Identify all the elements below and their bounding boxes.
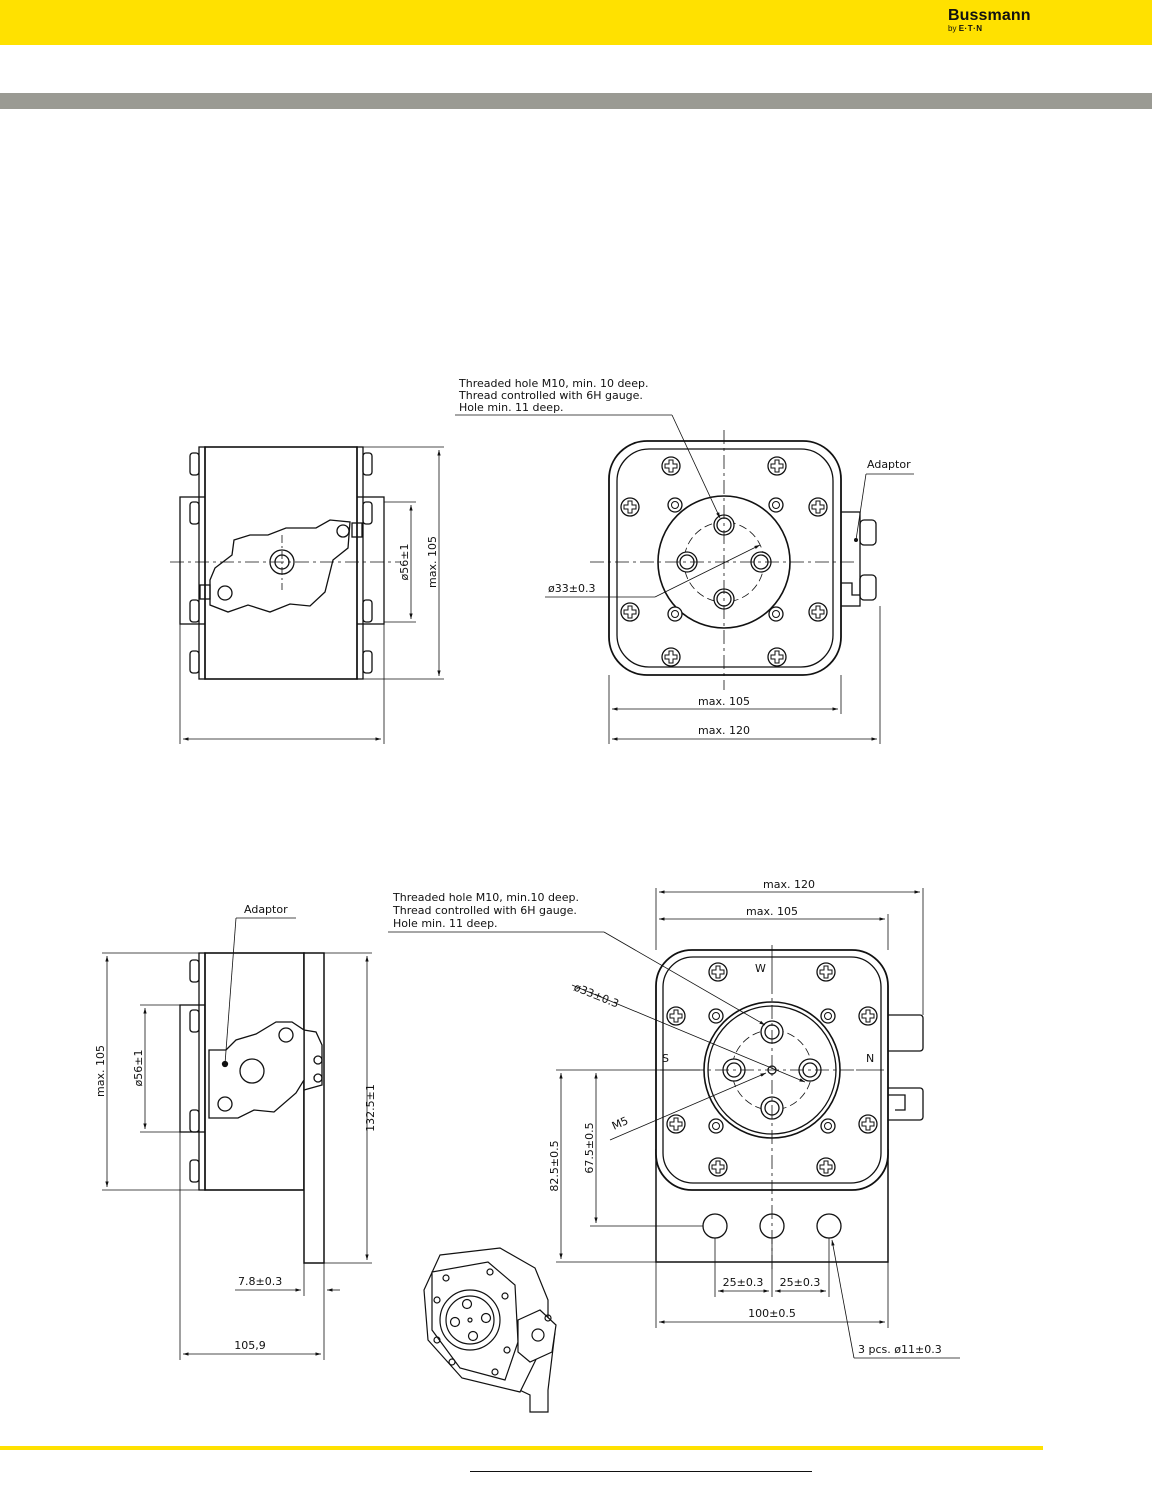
drawing2-callout-line1: Threaded hole M10, min.10 deep. bbox=[392, 891, 579, 904]
header-bar bbox=[0, 0, 1152, 45]
drawing1-adaptor-label: Adaptor bbox=[867, 458, 911, 471]
drawing1-width-outer: max. 120 bbox=[698, 724, 750, 737]
footer-rule bbox=[470, 1471, 812, 1472]
drawing2-side-view bbox=[179, 952, 325, 1264]
drawing2-holes-note: 3 pcs. ø11±0.3 bbox=[858, 1343, 942, 1356]
drawing2-width-inner: max. 105 bbox=[746, 905, 798, 918]
drawing1-callout-line2: Thread controlled with 6H gauge. bbox=[458, 389, 643, 402]
brand-by: by bbox=[948, 24, 957, 33]
drawing2-plate-height: 132.5±1 bbox=[364, 1084, 377, 1132]
drawing1-dia-body: ø56±1 bbox=[398, 544, 411, 581]
drawing2-pitch-right: 25±0.3 bbox=[780, 1276, 821, 1289]
drawing2-side-dimensions bbox=[102, 917, 372, 1360]
drawing2-depth: 105,9 bbox=[234, 1339, 266, 1352]
brand-name: Bussmann bbox=[948, 7, 1031, 24]
drawing1-height: max. 105 bbox=[426, 536, 439, 588]
drawing1-width-inner: max. 105 bbox=[698, 695, 750, 708]
drawing2-dia-bore: ø33±0.3 bbox=[572, 981, 621, 1011]
drawing1-front-view bbox=[590, 430, 877, 690]
drawing2-height: max. 105 bbox=[94, 1045, 107, 1097]
drawing1-callout-line1: Threaded hole M10, min. 10 deep. bbox=[458, 377, 648, 390]
drawing2-dim-67-5: 67.5±0.5 bbox=[583, 1122, 596, 1173]
brand-logo: Bussmann by E·T·N bbox=[948, 7, 1031, 34]
drawing2-callout-line2: Thread controlled with 6H gauge. bbox=[392, 904, 577, 917]
drawing1-dia-bore: ø33±0.3 bbox=[548, 582, 595, 595]
drawing2-plate-thickness: 7.8±0.3 bbox=[238, 1275, 282, 1288]
drawing2-front-dimensions bbox=[388, 888, 960, 1359]
drawing2-pole-n: N bbox=[866, 1052, 874, 1065]
drawing2-pole-w: W bbox=[755, 962, 766, 975]
drawing2-thread-m5: M5 bbox=[610, 1114, 630, 1133]
drawing2-pitch-left: 25±0.3 bbox=[723, 1276, 764, 1289]
drawing2-dim-82-5: 82.5±0.5 bbox=[548, 1140, 561, 1191]
drawing1-side-view bbox=[170, 446, 400, 680]
drawing2-isometric-view bbox=[423, 1247, 557, 1413]
brand-parent: E·T·N bbox=[958, 24, 983, 33]
section-bar bbox=[0, 93, 1152, 109]
drawing2-span: 100±0.5 bbox=[748, 1307, 796, 1320]
drawing1-front-leaders bbox=[455, 414, 914, 744]
drawing2-callout-line3: Hole min. 11 deep. bbox=[393, 917, 498, 930]
drawing2-width-outer: max. 120 bbox=[763, 878, 815, 891]
drawing2-pole-s: S bbox=[662, 1052, 669, 1065]
drawing1-side-dimensions bbox=[179, 446, 444, 744]
drawing2-dia-body: ø56±1 bbox=[132, 1050, 145, 1087]
drawing2-adaptor-label: Adaptor bbox=[244, 903, 288, 916]
drawing1-callout-line3: Hole min. 11 deep. bbox=[459, 401, 564, 414]
brand-by-line: by E·T·N bbox=[948, 24, 1031, 34]
drawing2-front-view bbox=[655, 945, 924, 1270]
footer-accent-line bbox=[0, 1446, 1043, 1450]
